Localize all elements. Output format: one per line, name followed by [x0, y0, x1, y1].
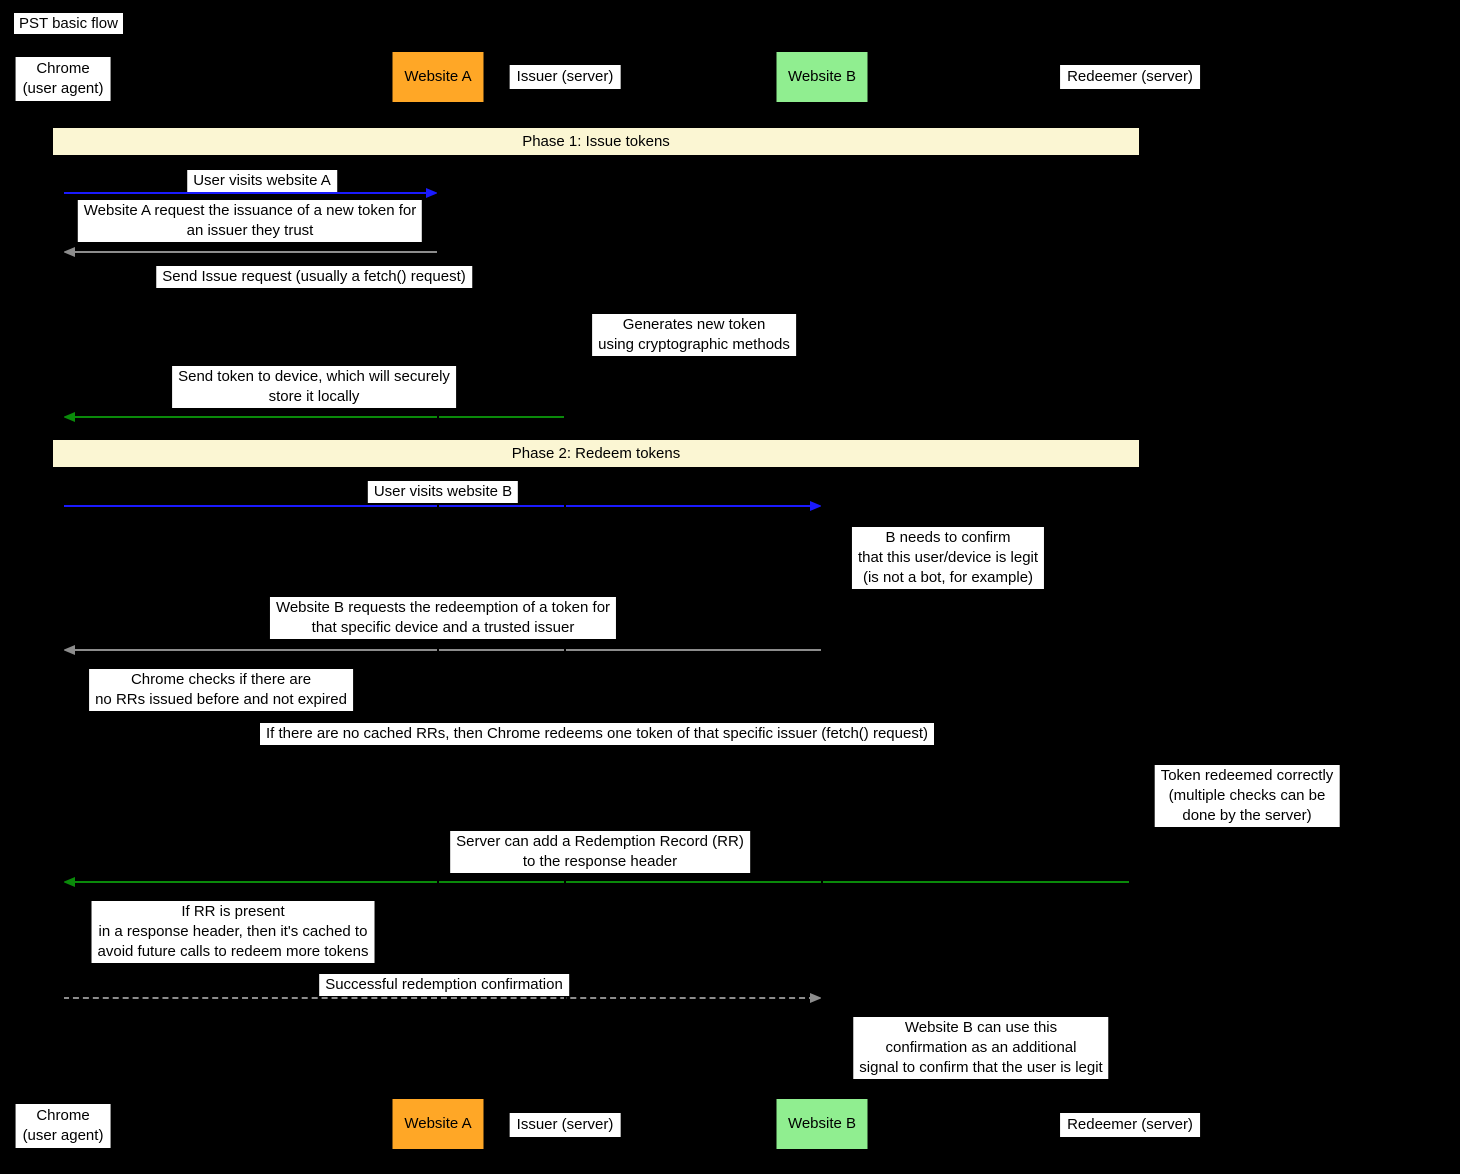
phase1-bar: Phase 1: Issue tokens — [53, 128, 1139, 155]
arrow-send-token-to-device — [63, 412, 565, 422]
arrow-redeem-token — [63, 751, 1130, 761]
arrow-head-left-icon — [63, 412, 75, 422]
note-rr-cached: If RR is present in a response header, t… — [91, 901, 375, 963]
arrow-shaft — [63, 505, 815, 507]
arrow-head-right-icon — [426, 188, 438, 198]
msg-server-adds-rr: Server can add a Redemption Record (RR) … — [450, 831, 750, 873]
lifeline-website-b — [821, 102, 823, 1099]
arrow-server-adds-rr — [63, 877, 1130, 887]
arrow-head-left-icon — [63, 645, 75, 655]
arrow-shaft — [70, 416, 565, 418]
diagram-title: PST basic flow — [14, 13, 123, 34]
note-chrome-checks-rr: Chrome checks if there are no RRs issued… — [89, 669, 353, 711]
actor-chrome-top: Chrome (user agent) — [15, 57, 111, 101]
msg-user-visits-a: User visits website A — [187, 170, 337, 192]
phase2-bar: Phase 2: Redeem tokens — [53, 440, 1139, 467]
msg-user-visits-b: User visits website B — [367, 481, 519, 503]
msg-send-issue-request: Send Issue request (usually a fetch() re… — [156, 266, 472, 288]
arrow-request-redemption — [63, 645, 822, 655]
arrow-head-right-icon — [810, 501, 822, 511]
arrow-head-right-icon — [810, 993, 822, 1003]
actor-redeemer-top: Redeemer (server) — [1060, 65, 1200, 89]
actor-chrome-bottom: Chrome (user agent) — [15, 1104, 111, 1148]
arrow-shaft — [63, 192, 431, 194]
actor-website-a-bottom: Website A — [392, 1099, 484, 1149]
arrow-redemption-confirmation — [63, 993, 822, 1003]
actor-website-a-top: Website A — [392, 52, 484, 102]
note-generates-token: Generates new token using cryptographic … — [592, 314, 796, 356]
msg-redeem-if-no-cached: If there are no cached RRs, then Chrome … — [260, 723, 934, 745]
arrow-user-visits-a — [63, 188, 438, 198]
arrow-request-issuance — [63, 247, 438, 257]
note-b-uses-confirmation: Website B can use this confirmation as a… — [853, 1017, 1109, 1079]
arrow-shaft — [63, 997, 815, 999]
msg-request-redemption: Website B requests the redeemption of a … — [269, 597, 617, 639]
arrow-head-right-icon — [553, 295, 565, 305]
actor-website-b-top: Website B — [776, 52, 868, 102]
actor-redeemer-bottom: Redeemer (server) — [1060, 1113, 1200, 1137]
msg-send-token-to-device: Send token to device, which will securel… — [172, 366, 456, 408]
arrow-user-visits-b — [63, 501, 822, 511]
arrow-shaft — [63, 755, 1123, 757]
msg-request-issuance: Website A request the issuance of a new … — [77, 200, 423, 242]
actor-website-b-bottom: Website B — [776, 1099, 868, 1149]
note-token-redeemed: Token redeemed correctly (multiple check… — [1154, 765, 1340, 827]
lifeline-chrome — [62, 102, 64, 1099]
actor-issuer-top: Issuer (server) — [509, 65, 621, 89]
arrow-head-right-icon — [1118, 751, 1130, 761]
note-b-needs-confirm: B needs to confirm that this user/device… — [851, 527, 1045, 589]
arrow-shaft — [70, 649, 822, 651]
lifeline-redeemer — [1129, 102, 1131, 1099]
arrow-head-left-icon — [63, 877, 75, 887]
arrow-head-left-icon — [63, 247, 75, 257]
arrow-send-issue-request — [63, 295, 565, 305]
msg-redemption-confirmation: Successful redemption confirmation — [319, 974, 569, 996]
arrow-shaft — [63, 299, 558, 301]
actor-issuer-bottom: Issuer (server) — [509, 1113, 621, 1137]
arrow-shaft — [70, 881, 1130, 883]
arrow-shaft — [70, 251, 438, 253]
